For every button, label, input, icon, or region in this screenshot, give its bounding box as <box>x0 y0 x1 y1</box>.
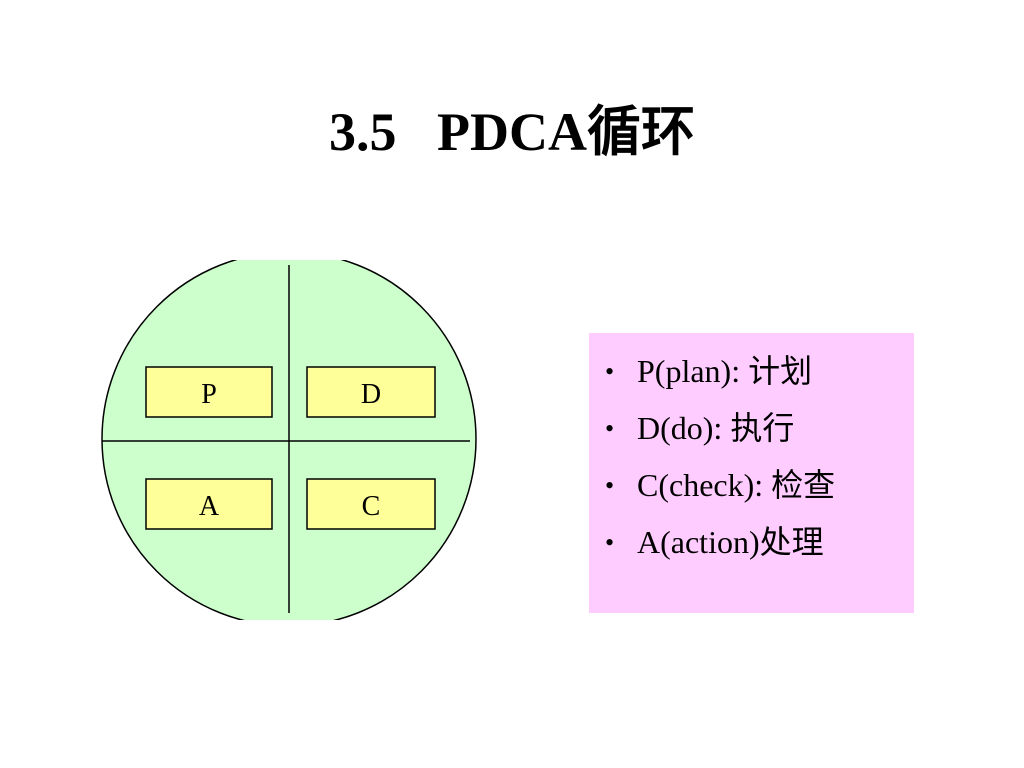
quadrant-box-d: D <box>306 366 436 418</box>
bullet-icon: • <box>605 471 615 500</box>
legend-list: • P(plan): 计划 • D(do): 执行 • C(check): 检查… <box>603 343 914 571</box>
quadrant-box-p: P <box>145 366 273 418</box>
legend-item-plan: • P(plan): 计划 <box>603 343 914 400</box>
quadrant-label-a: A <box>199 491 220 522</box>
bullet-icon: • <box>605 357 615 386</box>
pdca-cycle-diagram: P D A C <box>101 260 477 620</box>
legend-item-text: P(plan): 计划 <box>637 353 813 389</box>
slide-title: 3.5 PDCA循环 <box>329 102 695 162</box>
bullet-icon: • <box>605 414 615 443</box>
legend-item-text: C(check): 检查 <box>637 467 836 503</box>
legend-item-text: A(action)处理 <box>637 524 824 560</box>
quadrant-label-d: D <box>361 379 381 410</box>
legend-item-action: • A(action)处理 <box>603 514 914 571</box>
legend-item-text: D(do): 执行 <box>637 410 795 446</box>
legend-item-check: • C(check): 检查 <box>603 457 914 514</box>
legend-box: • P(plan): 计划 • D(do): 执行 • C(check): 检查… <box>589 333 914 613</box>
bullet-icon: • <box>605 528 615 557</box>
quadrant-label-p: P <box>201 379 217 410</box>
quadrant-box-a: A <box>145 478 273 530</box>
legend-item-do: • D(do): 执行 <box>603 400 914 457</box>
quadrant-box-c: C <box>306 478 436 530</box>
quadrant-label-c: C <box>362 491 381 522</box>
